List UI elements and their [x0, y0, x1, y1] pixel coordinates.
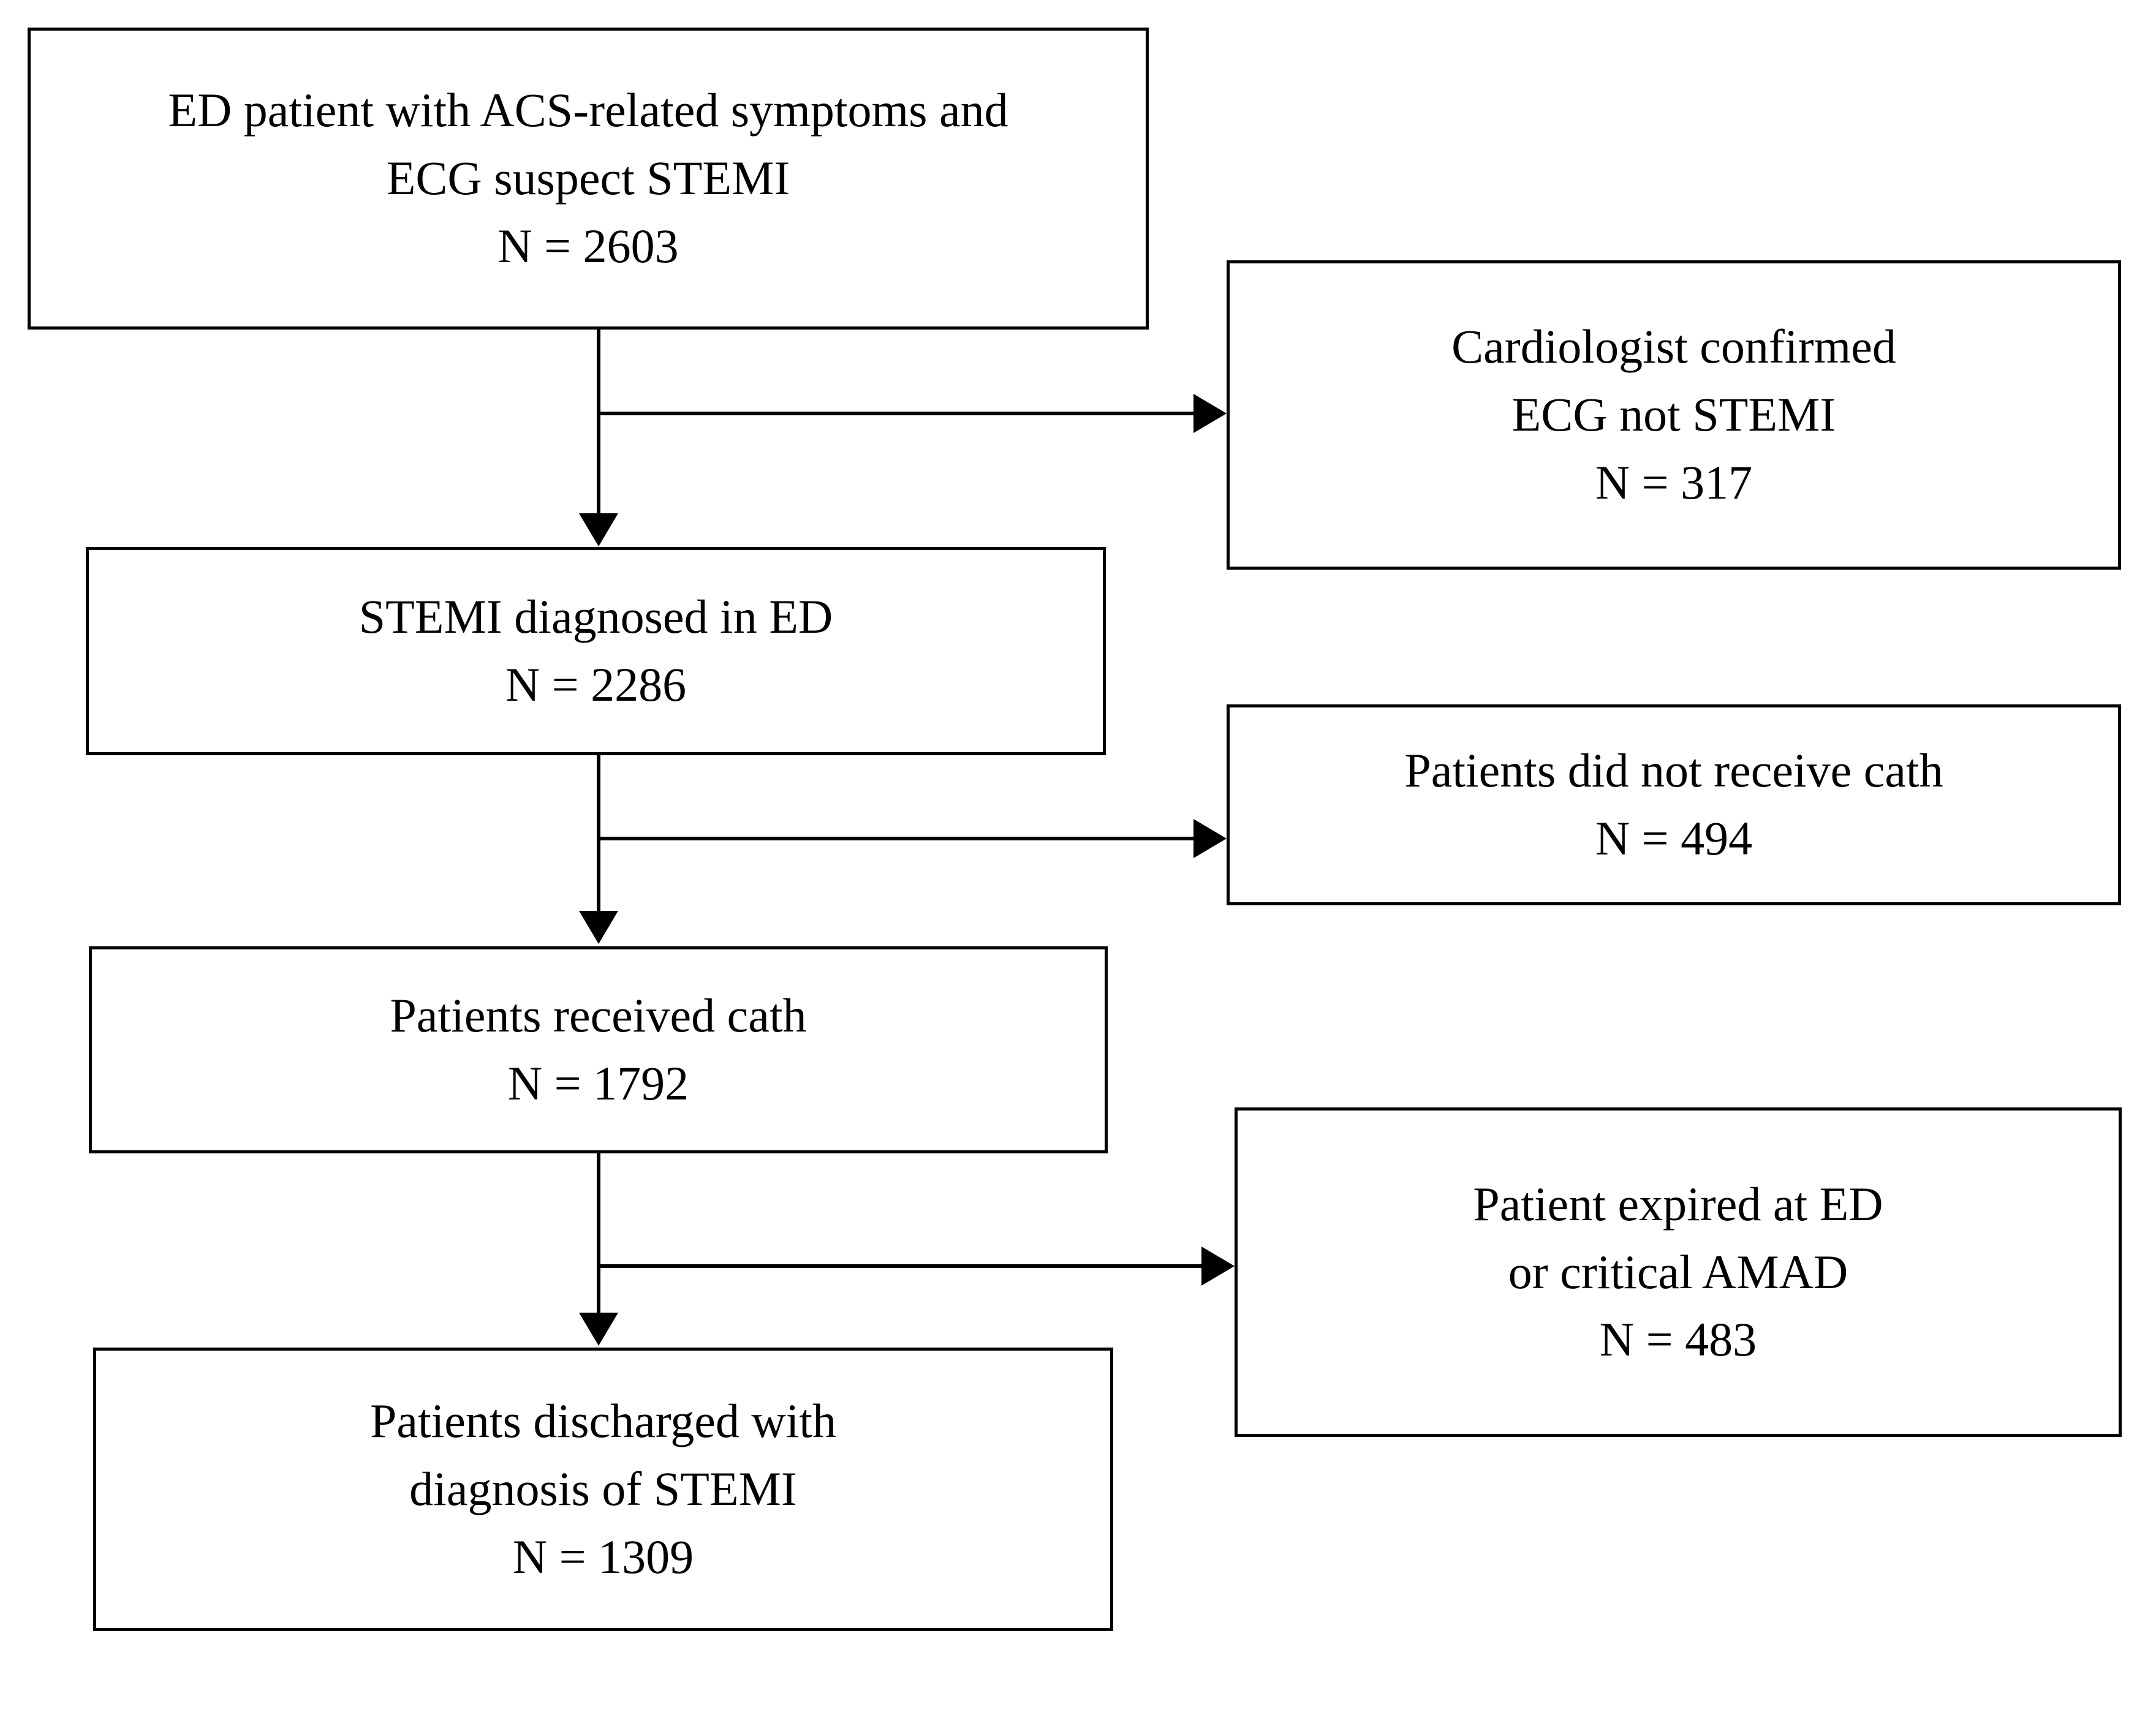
node-text-line: diagnosis of STEMI — [409, 1462, 797, 1516]
arrowhead-screened-to-diagnosed — [579, 513, 618, 546]
connector-cath-to-discharged — [597, 1153, 600, 1314]
node-count-label: N = 483 — [1599, 1313, 1757, 1367]
node-ed-patients-screened[interactable]: ED patient with ACS-related symptoms and… — [28, 28, 1149, 330]
node-text-line: ECG suspect STEMI — [386, 151, 790, 205]
node-text-line: Cardiologist confirmed — [1451, 320, 1896, 374]
node-count-label: N = 2286 — [505, 658, 687, 711]
connector-cath-to-expired — [597, 1264, 1201, 1268]
node-ecg-not-stemi-excluded[interactable]: Cardiologist confirmed ECG not STEMI N =… — [1227, 260, 2121, 570]
node-patients-discharged-with-stemi[interactable]: Patients discharged with diagnosis of ST… — [93, 1348, 1113, 1631]
arrowhead-screened-to-not-stemi — [1193, 394, 1227, 433]
node-count-label: N = 494 — [1595, 812, 1753, 865]
connector-screened-to-not-stemi — [597, 412, 1193, 415]
arrowhead-diagnosed-to-no-cath — [1193, 819, 1227, 858]
arrowhead-diagnosed-to-cath — [579, 911, 618, 944]
connector-diagnosed-to-cath — [597, 755, 600, 912]
arrowhead-cath-to-discharged — [579, 1313, 618, 1346]
node-count-label: N = 2603 — [497, 219, 679, 273]
arrowhead-cath-to-expired — [1201, 1246, 1235, 1286]
node-did-not-receive-cath-excluded[interactable]: Patients did not receive cath N = 494 — [1227, 704, 2121, 905]
connector-diagnosed-to-no-cath — [597, 837, 1193, 840]
node-text-line: Patient expired at ED — [1473, 1177, 1883, 1231]
node-text-line: or critical AMAD — [1508, 1245, 1848, 1299]
node-stemi-diagnosed-in-ed[interactable]: STEMI diagnosed in ED N = 2286 — [86, 547, 1106, 755]
node-count-label: N = 317 — [1595, 455, 1753, 509]
node-text-line: ECG not STEMI — [1511, 388, 1836, 442]
node-text-line: Patients did not receive cath — [1404, 744, 1943, 798]
node-text-line: STEMI diagnosed in ED — [358, 590, 833, 644]
node-count-label: N = 1792 — [507, 1057, 689, 1110]
node-patient-expired-or-critical-excluded[interactable]: Patient expired at ED or critical AMAD N… — [1235, 1107, 2122, 1437]
node-text-line: ED patient with ACS-related symptoms and — [168, 83, 1008, 137]
connector-screened-to-diagnosed — [597, 330, 600, 515]
node-text-line: Patients discharged with — [369, 1394, 837, 1448]
node-text-line: Patients received cath — [390, 989, 807, 1043]
node-patients-received-cath[interactable]: Patients received cath N = 1792 — [89, 946, 1108, 1153]
node-count-label: N = 1309 — [512, 1529, 694, 1583]
